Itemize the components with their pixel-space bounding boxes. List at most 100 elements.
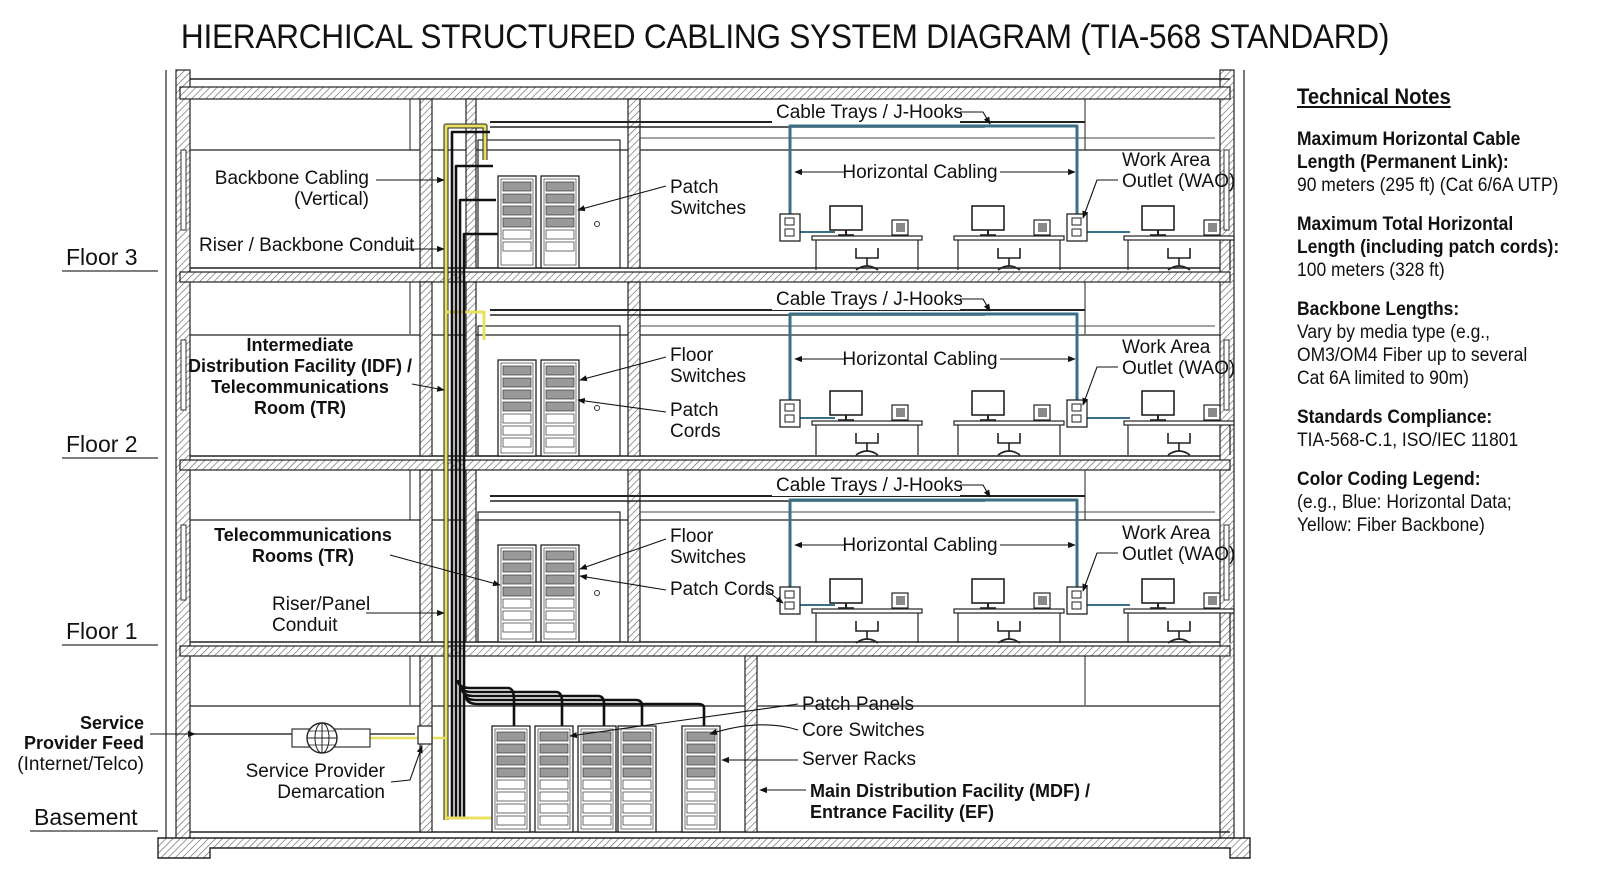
desk <box>953 420 1065 426</box>
label-cable-trays: Cable Trays / J-Hooks <box>776 289 963 310</box>
label-demarc-1: Service Provider <box>246 761 386 782</box>
phone-icon <box>891 592 909 609</box>
phone-icon <box>1203 404 1221 421</box>
leader-lines <box>150 111 1118 794</box>
note-body: Cat 6A limited to 90m) <box>1297 368 1469 389</box>
floor-slab <box>179 645 1231 657</box>
phone-icon <box>891 404 909 421</box>
label-wao-2: Outlet (WAO) <box>1122 358 1235 379</box>
note-section: Color Coding Legend:(e.g., Blue: Horizon… <box>1297 468 1597 537</box>
building-structure <box>157 69 1251 859</box>
horizontal-cable <box>985 124 1079 224</box>
desk <box>1123 235 1235 241</box>
window <box>1223 524 1230 601</box>
label-riser-conduit: Riser / Backbone Conduit <box>199 235 415 256</box>
window <box>1223 339 1230 411</box>
riser-wall-right <box>465 98 477 269</box>
copper-backbone <box>462 232 499 818</box>
tr-rack-switch <box>540 175 580 269</box>
note-title: Maximum Horizontal Cable <box>1297 129 1521 150</box>
door-knob <box>594 590 600 596</box>
diagram-title: HIERARCHICAL STRUCTURED CABLING SYSTEM D… <box>180 18 1390 56</box>
chair-icon <box>997 433 1021 456</box>
horizontal-cable <box>788 498 985 597</box>
label-mdf-1: Main Distribution Facility (MDF) / <box>810 781 1090 801</box>
cabling <box>190 121 1215 820</box>
note-body: 90 meters (295 ft) (Cat 6/6A UTP) <box>1297 175 1559 196</box>
label-wao-2: Outlet (WAO) <box>1122 544 1235 565</box>
workstation <box>1123 390 1235 456</box>
label-wao-1: Work Area <box>1122 150 1211 171</box>
label-f1-floor-switches-1: Floor <box>670 526 714 547</box>
phone-icon <box>1033 592 1051 609</box>
server-rack <box>681 725 721 833</box>
workstation <box>953 578 1065 644</box>
workstation <box>1123 205 1235 271</box>
monitor-icon <box>829 390 863 421</box>
label-horizontal-cabling: Horizontal Cabling <box>842 535 997 556</box>
horizontal-cable <box>985 312 1079 410</box>
phone-icon <box>1033 219 1051 236</box>
note-body: 100 meters (328 ft) <box>1297 260 1445 281</box>
floor-label-3: Floor 3 <box>66 244 138 270</box>
desk <box>1123 420 1235 426</box>
mdf-patch-rack <box>534 725 574 833</box>
monitor-icon <box>971 578 1005 609</box>
desk <box>811 235 923 241</box>
label-backbone-cabling: Backbone Cabling <box>215 168 369 189</box>
label-demarc-2: Demarcation <box>277 782 385 803</box>
floor-labels: Floor 3 Floor 2 Floor 1 Basement <box>30 244 158 832</box>
horizontal-cable <box>985 498 1079 597</box>
desk <box>953 608 1065 614</box>
leader-idf <box>411 383 445 392</box>
label-core-switches: Core Switches <box>802 720 925 741</box>
tr-rack-patch <box>497 544 537 643</box>
technical-notes-panel: Technical Notes Maximum Horizontal Cable… <box>1297 84 1597 553</box>
desk <box>1123 608 1235 614</box>
note-title: Color Coding Legend: <box>1297 469 1481 490</box>
note-title: Standards Compliance: <box>1297 407 1493 428</box>
label-f2-floor-switches-1: Floor <box>670 345 714 366</box>
riser-wall-left <box>419 98 433 269</box>
window <box>180 339 187 411</box>
tr-rack-switch <box>540 359 580 457</box>
tr-wall <box>627 281 641 457</box>
tr-wall <box>627 98 641 269</box>
leader-f3-switches <box>577 185 667 212</box>
label-service-feed-2: Provider Feed <box>24 733 144 753</box>
riser-wall-left <box>419 469 433 643</box>
label-tr-2: Rooms (TR) <box>252 546 354 566</box>
desk <box>953 235 1065 241</box>
label-cable-trays: Cable Trays / J-Hooks <box>776 475 963 496</box>
core-switch-rack <box>577 725 617 833</box>
note-body: OM3/OM4 Fiber up to several <box>1297 345 1528 366</box>
tr-rack-patch <box>497 175 537 269</box>
riser-wall-left <box>419 281 433 457</box>
phone-icon <box>1203 219 1221 236</box>
workstation <box>811 390 923 456</box>
chair-icon <box>855 248 879 271</box>
wall-outlet-icon <box>779 399 801 428</box>
chair-icon <box>1167 621 1191 644</box>
mdf-cable <box>464 695 706 726</box>
horizontal-cable <box>788 312 985 410</box>
label-cable-trays: Cable Trays / J-Hooks <box>776 102 963 123</box>
workstation <box>811 205 923 271</box>
leader-wao <box>1082 366 1118 406</box>
label-f3-patch-switches-1: Patch <box>670 177 719 198</box>
note-section: Standards Compliance:TIA-568-C.1, ISO/IE… <box>1297 406 1597 452</box>
floor-slab <box>179 459 1231 471</box>
label-idf-2: Distribution Facility (IDF) / <box>188 356 412 376</box>
demarc-box <box>417 725 433 745</box>
floor-slab <box>179 271 1231 283</box>
floor-label-basement: Basement <box>34 804 138 830</box>
desk <box>811 420 923 426</box>
leader-f1-switches <box>579 538 667 570</box>
horizontal-cable <box>788 124 985 224</box>
mdf-patch-rack <box>491 725 531 833</box>
workstation <box>953 205 1065 271</box>
copper-backbone <box>454 164 493 818</box>
riser-wall-right <box>465 281 477 457</box>
core-switch-rack <box>617 725 657 833</box>
